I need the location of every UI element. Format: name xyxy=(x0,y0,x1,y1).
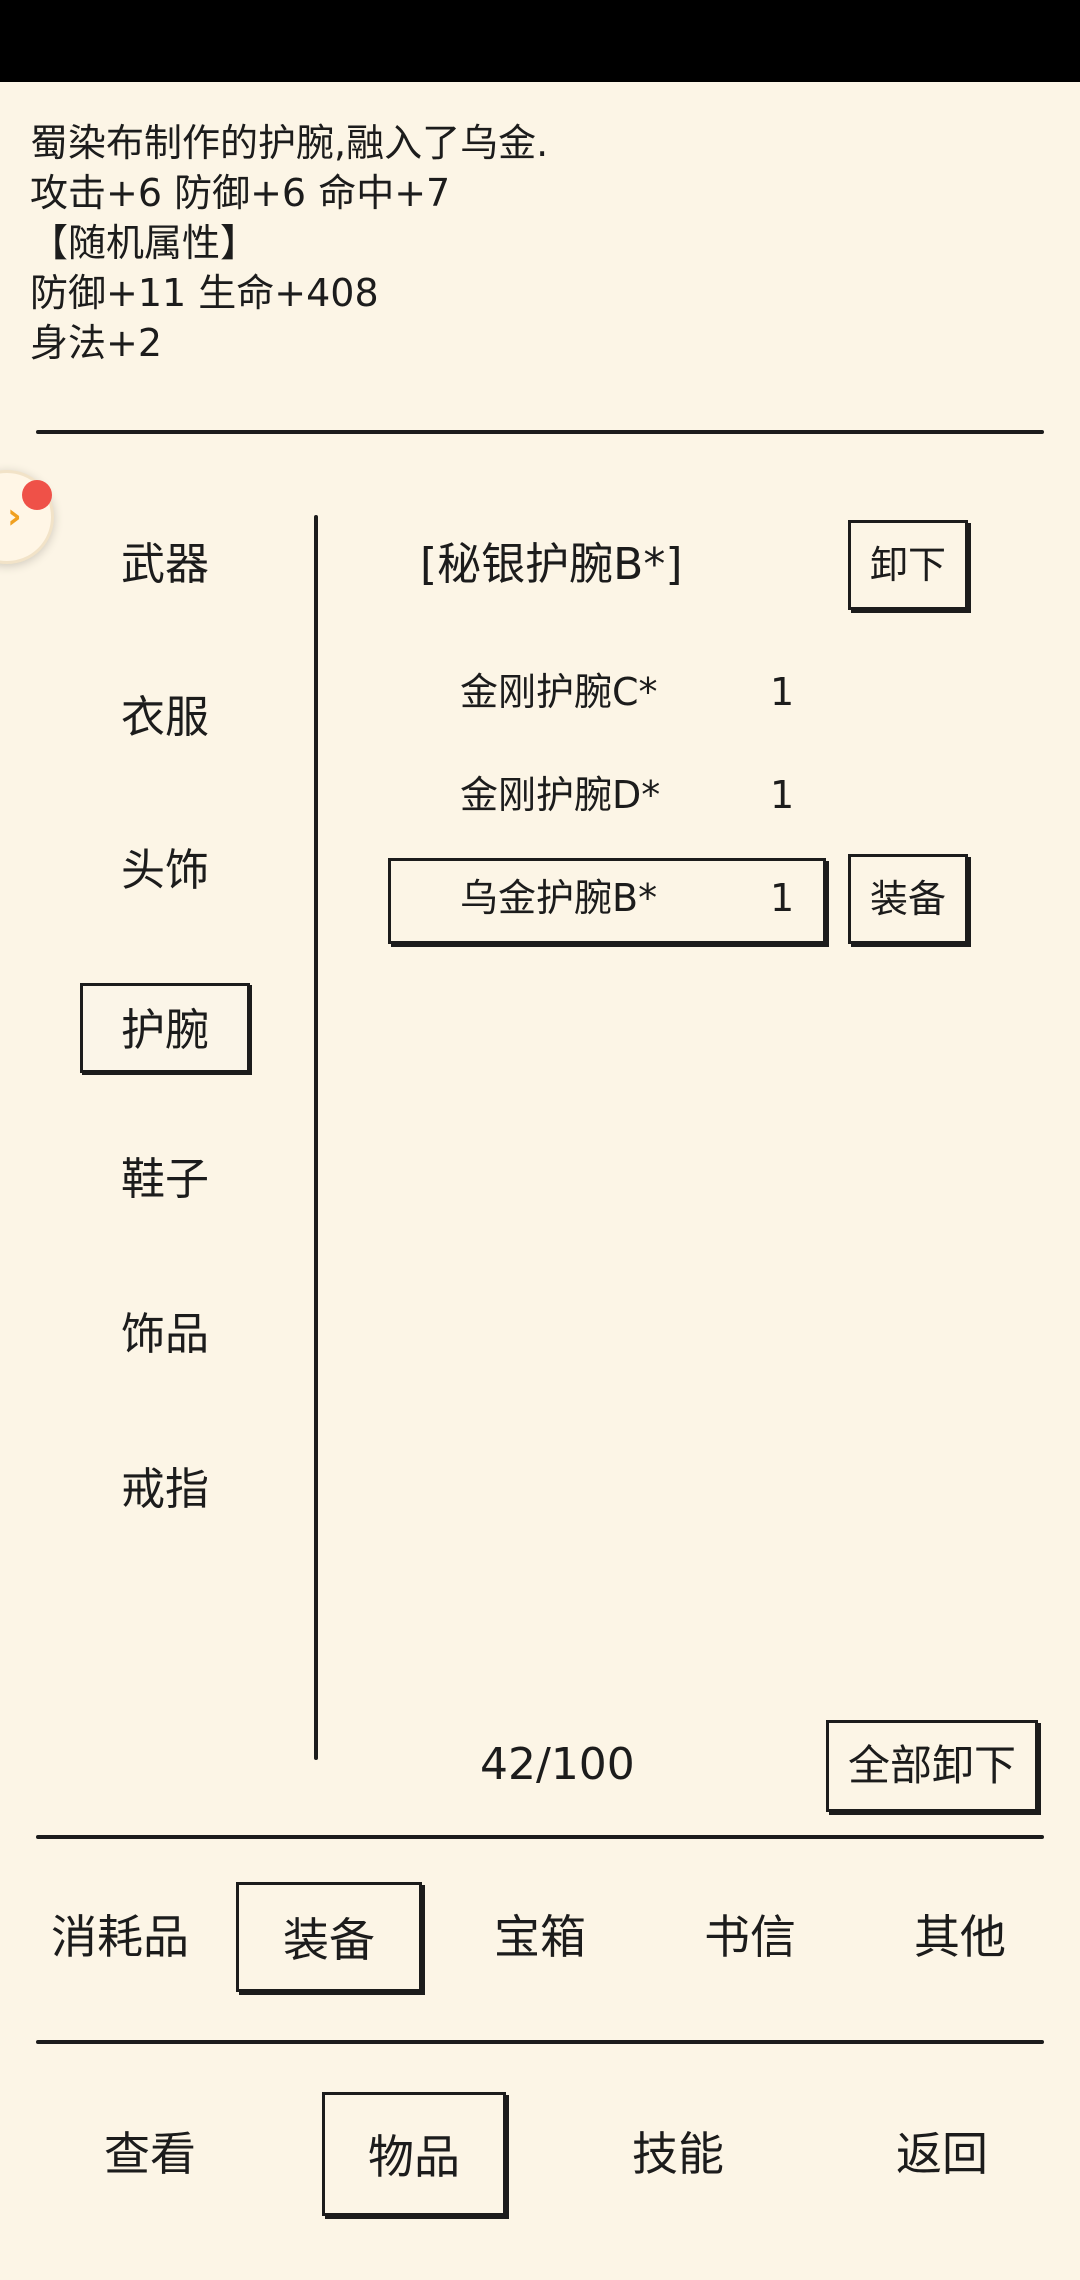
description-line: 身法+2 xyxy=(30,321,163,365)
nav-label: 查看 xyxy=(104,2127,196,2181)
selected-item-row[interactable] xyxy=(388,858,826,944)
description-line: 攻击+6 防御+6 命中+7 xyxy=(30,171,451,215)
unequip-all-button[interactable]: 全部卸下 xyxy=(826,1720,1038,1812)
nav-label: 技能 xyxy=(632,2127,724,2181)
equipped-item-name: [秘银护腕B*] xyxy=(420,539,683,590)
sidebar-item-label: 衣服 xyxy=(121,692,209,743)
nav-view[interactable]: 查看 xyxy=(70,2092,230,2216)
notification-badge xyxy=(22,480,52,510)
divider-middle xyxy=(36,1835,1044,1839)
item-description: 蜀染布制作的护腕,融入了乌金. 攻击+6 防御+6 命中+7 【随机属性】 防御… xyxy=(30,118,1030,368)
inventory-capacity: 42/100 xyxy=(480,1739,635,1790)
sidebar-item-headwear[interactable]: 头饰 xyxy=(80,826,250,916)
tab-letters[interactable]: 书信 xyxy=(670,1882,830,1992)
tab-consumables[interactable]: 消耗品 xyxy=(40,1882,200,1992)
description-line: 防御+11 生命+408 xyxy=(30,271,379,315)
sidebar-item-label: 戒指 xyxy=(121,1464,209,1515)
sidebar-item-label: 鞋子 xyxy=(121,1154,209,1205)
inventory-item-name[interactable]: 乌金护腕B* xyxy=(460,876,658,920)
description-line: 【随机属性】 xyxy=(30,221,259,265)
nav-label: 返回 xyxy=(896,2127,988,2181)
sidebar-item-label: 头饰 xyxy=(121,845,209,896)
tab-label: 其他 xyxy=(914,1910,1006,1964)
unequip-button[interactable]: 卸下 xyxy=(848,520,968,610)
description-line: 蜀染布制作的护腕,融入了乌金. xyxy=(30,121,549,165)
tab-label: 宝箱 xyxy=(494,1910,586,1964)
inventory-item-qty: 1 xyxy=(770,773,795,817)
sidebar-item-label: 饰品 xyxy=(121,1309,209,1360)
sidebar-item-weapon[interactable]: 武器 xyxy=(80,520,250,610)
tab-label: 装备 xyxy=(283,1913,375,1967)
inventory-item-qty: 1 xyxy=(770,876,795,920)
status-bar xyxy=(0,0,1080,82)
tab-label: 书信 xyxy=(704,1910,796,1964)
equip-button[interactable]: 装备 xyxy=(848,854,968,944)
sidebar-item-bracer[interactable]: 护腕 xyxy=(80,983,250,1073)
sidebar-item-label: 武器 xyxy=(121,539,209,590)
inventory-item-name[interactable]: 金刚护腕C* xyxy=(460,670,658,714)
chevron-right-icon: › xyxy=(7,496,22,537)
sidebar-item-label: 护腕 xyxy=(121,1005,209,1056)
divider-bottom xyxy=(36,2040,1044,2044)
sidebar-item-ring[interactable]: 戒指 xyxy=(80,1445,250,1535)
nav-skills[interactable]: 技能 xyxy=(598,2092,758,2216)
divider-top xyxy=(36,430,1044,434)
tab-other[interactable]: 其他 xyxy=(880,1882,1040,1992)
tab-label: 消耗品 xyxy=(51,1910,189,1964)
sidebar-divider xyxy=(314,515,318,1760)
sidebar-item-clothes[interactable]: 衣服 xyxy=(80,673,250,763)
nav-items[interactable]: 物品 xyxy=(322,2092,506,2216)
nav-label: 物品 xyxy=(368,2130,460,2184)
sidebar-item-accessory[interactable]: 饰品 xyxy=(80,1290,250,1380)
tab-chests[interactable]: 宝箱 xyxy=(460,1882,620,1992)
nav-back[interactable]: 返回 xyxy=(862,2092,1022,2216)
sidebar-item-shoes[interactable]: 鞋子 xyxy=(80,1135,250,1225)
inventory-item-name[interactable]: 金刚护腕D* xyxy=(460,773,661,817)
tab-equipment[interactable]: 装备 xyxy=(236,1882,422,1992)
inventory-item-qty: 1 xyxy=(770,670,795,714)
